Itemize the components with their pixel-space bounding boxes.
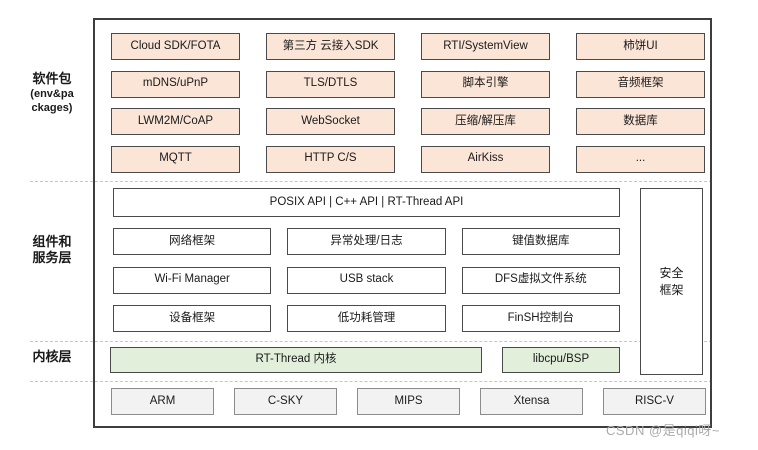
components-grid: 网络框架 异常处理/日志 键值数据库 Wi-Fi Manager USB sta… <box>113 228 620 332</box>
package-box: 第三方 云接入SDK <box>266 33 395 60</box>
layer-label-packages: 软件包 (env&pa ckages) <box>8 71 96 116</box>
component-box: USB stack <box>287 266 446 294</box>
layer-label-kernel-line1: 内核层 <box>32 349 72 364</box>
layer-label-components: 组件和 服务层 <box>8 234 96 266</box>
layer-label-packages-line2: (env&pa <box>30 87 74 100</box>
libcpu-bsp-box: libcpu/BSP <box>502 347 620 373</box>
package-box: LWM2M/CoAP <box>111 108 240 135</box>
package-box: HTTP C/S <box>266 145 395 173</box>
security-framework-line2: 框架 <box>659 282 684 297</box>
kernel-core-box: RT-Thread 内核 <box>110 347 482 373</box>
cpu-box: Xtensa <box>480 388 583 415</box>
layer-label-packages-line1: 软件包 <box>32 71 72 86</box>
cpu-box: C-SKY <box>234 388 337 415</box>
watermark: CSDN @是qiqi呀~ <box>606 423 720 438</box>
package-box: 压缩/解压库 <box>421 108 550 135</box>
security-framework-box: 安全 框架 <box>640 188 703 375</box>
layer-label-kernel: 内核层 <box>8 349 96 365</box>
package-box: TLS/DTLS <box>266 70 395 98</box>
security-framework-line1: 安全 <box>659 265 684 280</box>
component-box: 网络框架 <box>113 228 272 255</box>
package-box: 脚本引擎 <box>421 70 550 98</box>
package-box: AirKiss <box>421 145 550 173</box>
divider-components-kernel <box>30 341 712 342</box>
cpu-box: MIPS <box>357 388 460 415</box>
package-box: 柿饼UI <box>576 33 705 60</box>
posix-api-bar: POSIX API | C++ API | RT-Thread API <box>113 188 620 217</box>
component-box: DFS虚拟文件系统 <box>461 266 620 294</box>
package-box: RTI/SystemView <box>421 33 550 60</box>
package-box: 音频框架 <box>576 70 705 98</box>
divider-packages-components <box>30 181 712 182</box>
packages-grid: Cloud SDK/FOTA 第三方 云接入SDK RTI/SystemView… <box>111 33 705 173</box>
package-box: MQTT <box>111 145 240 173</box>
divider-kernel-cpu <box>30 381 712 382</box>
package-box: mDNS/uPnP <box>111 70 240 98</box>
component-box: 低功耗管理 <box>287 305 446 332</box>
cpu-box: ARM <box>111 388 214 415</box>
component-box: 设备框架 <box>113 305 272 332</box>
package-box: ... <box>576 145 705 173</box>
package-box: WebSocket <box>266 108 395 135</box>
component-box: Wi-Fi Manager <box>113 266 272 294</box>
layer-label-components-line2: 服务层 <box>32 250 72 265</box>
component-box: 键值数据库 <box>461 228 620 255</box>
package-box: Cloud SDK/FOTA <box>111 33 240 60</box>
cpu-box: RISC-V <box>603 388 706 415</box>
cpu-row: ARM C-SKY MIPS Xtensa RISC-V <box>111 388 706 415</box>
layer-label-components-line1: 组件和 <box>32 234 72 249</box>
architecture-frame: Cloud SDK/FOTA 第三方 云接入SDK RTI/SystemView… <box>93 18 712 428</box>
layer-label-packages-line3: ckages) <box>31 102 73 114</box>
component-box: 异常处理/日志 <box>287 228 446 255</box>
component-box: FinSH控制台 <box>461 305 620 332</box>
package-box: 数据库 <box>576 108 705 135</box>
